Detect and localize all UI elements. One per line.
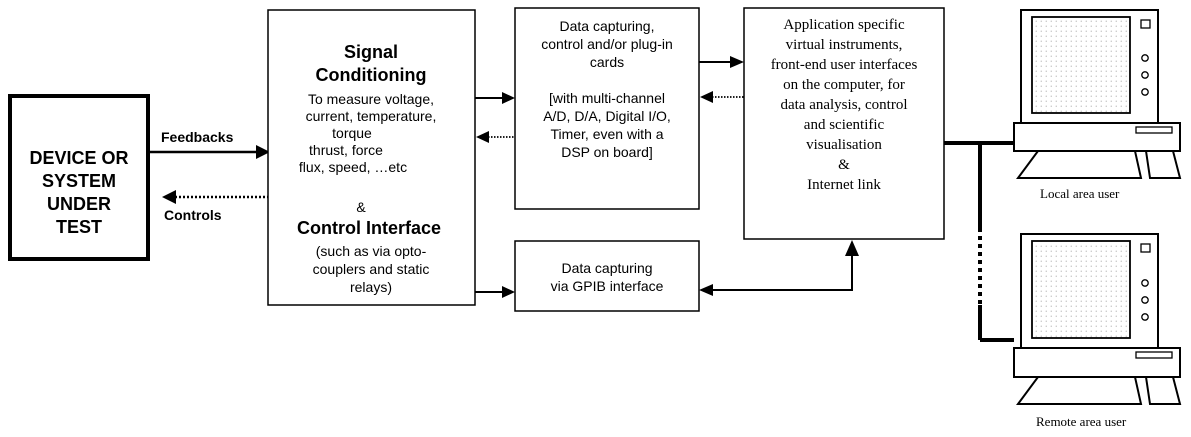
control-interface-line: couplers and static	[313, 261, 430, 277]
cards-text-line: [with multi-channel	[549, 90, 665, 106]
cards-text-line: control and/or plug-in	[541, 36, 673, 52]
local-user-label: Local area user	[1040, 186, 1120, 201]
app-text-line: Application specific	[783, 17, 905, 33]
remote-user-label: Remote area user	[1036, 414, 1127, 429]
control-interface-line: relays)	[350, 279, 392, 295]
cards-text-line: DSP on board]	[561, 144, 653, 160]
cards-text-line: Timer, even with a	[550, 126, 663, 142]
signal-ampersand: &	[356, 199, 366, 215]
app-text-line: on the computer, for	[783, 77, 905, 93]
cards-text-line: cards	[590, 54, 624, 70]
app-text-line: and scientific	[804, 117, 885, 133]
cards-to-app-arrow	[699, 56, 744, 68]
control-interface-heading: Control Interface	[297, 218, 441, 238]
control-interface-line: (such as via opto-	[316, 243, 427, 259]
app-to-cards-arrow	[700, 91, 744, 103]
app-text-line: virtual instruments,	[786, 37, 903, 53]
signal-measure-line: To measure voltage,	[308, 91, 434, 107]
application-block: Application specific virtual instruments…	[743, 7, 945, 240]
feedbacks-arrow	[148, 145, 270, 159]
app-text-line: &	[838, 157, 850, 173]
signal-measure-line: torque	[332, 125, 372, 141]
gpib-text-line: Data capturing	[561, 260, 652, 276]
cards-to-signal-arrow	[476, 131, 515, 143]
signal-to-cards-arrow	[475, 92, 515, 104]
controls-label: Controls	[164, 207, 222, 223]
device-label-line: DEVICE OR	[29, 148, 128, 168]
signal-measure-line: current, temperature,	[306, 108, 437, 124]
signal-heading-line: Conditioning	[316, 65, 427, 85]
app-text-line: Internet link	[807, 177, 881, 193]
controls-arrow	[162, 190, 268, 204]
signal-measure-line: flux, speed, …etc	[299, 159, 407, 175]
signal-to-gpib-arrow	[475, 286, 515, 298]
local-user-computer-icon	[1013, 9, 1182, 179]
device-under-test-block: DEVICE OR SYSTEM UNDER TEST	[8, 94, 150, 261]
app-text-line: front-end user interfaces	[771, 57, 918, 73]
signal-conditioning-block: Signal Conditioning To measure voltage, …	[267, 9, 476, 306]
signal-heading-line: Signal	[344, 42, 398, 62]
plug-in-cards-block: Data capturing, control and/or plug-in c…	[514, 7, 700, 210]
signal-measure-line: thrust, force	[309, 142, 383, 158]
device-label-line: SYSTEM	[42, 171, 116, 191]
gpib-block: Data capturing via GPIB interface	[514, 240, 700, 312]
network-link	[944, 141, 1014, 342]
cards-text-line: Data capturing,	[560, 18, 655, 34]
gpib-text-line: via GPIB interface	[551, 278, 664, 294]
remote-user-computer-icon	[1013, 233, 1182, 405]
cards-text-line: A/D, D/A, Digital I/O,	[543, 108, 671, 124]
gpib-app-bidirectional-arrow	[699, 240, 859, 296]
app-text-line: visualisation	[806, 137, 882, 153]
device-label-line: UNDER	[47, 194, 111, 214]
device-label-line: TEST	[56, 217, 102, 237]
app-text-line: data analysis, control	[780, 97, 907, 113]
feedbacks-label: Feedbacks	[161, 129, 234, 145]
